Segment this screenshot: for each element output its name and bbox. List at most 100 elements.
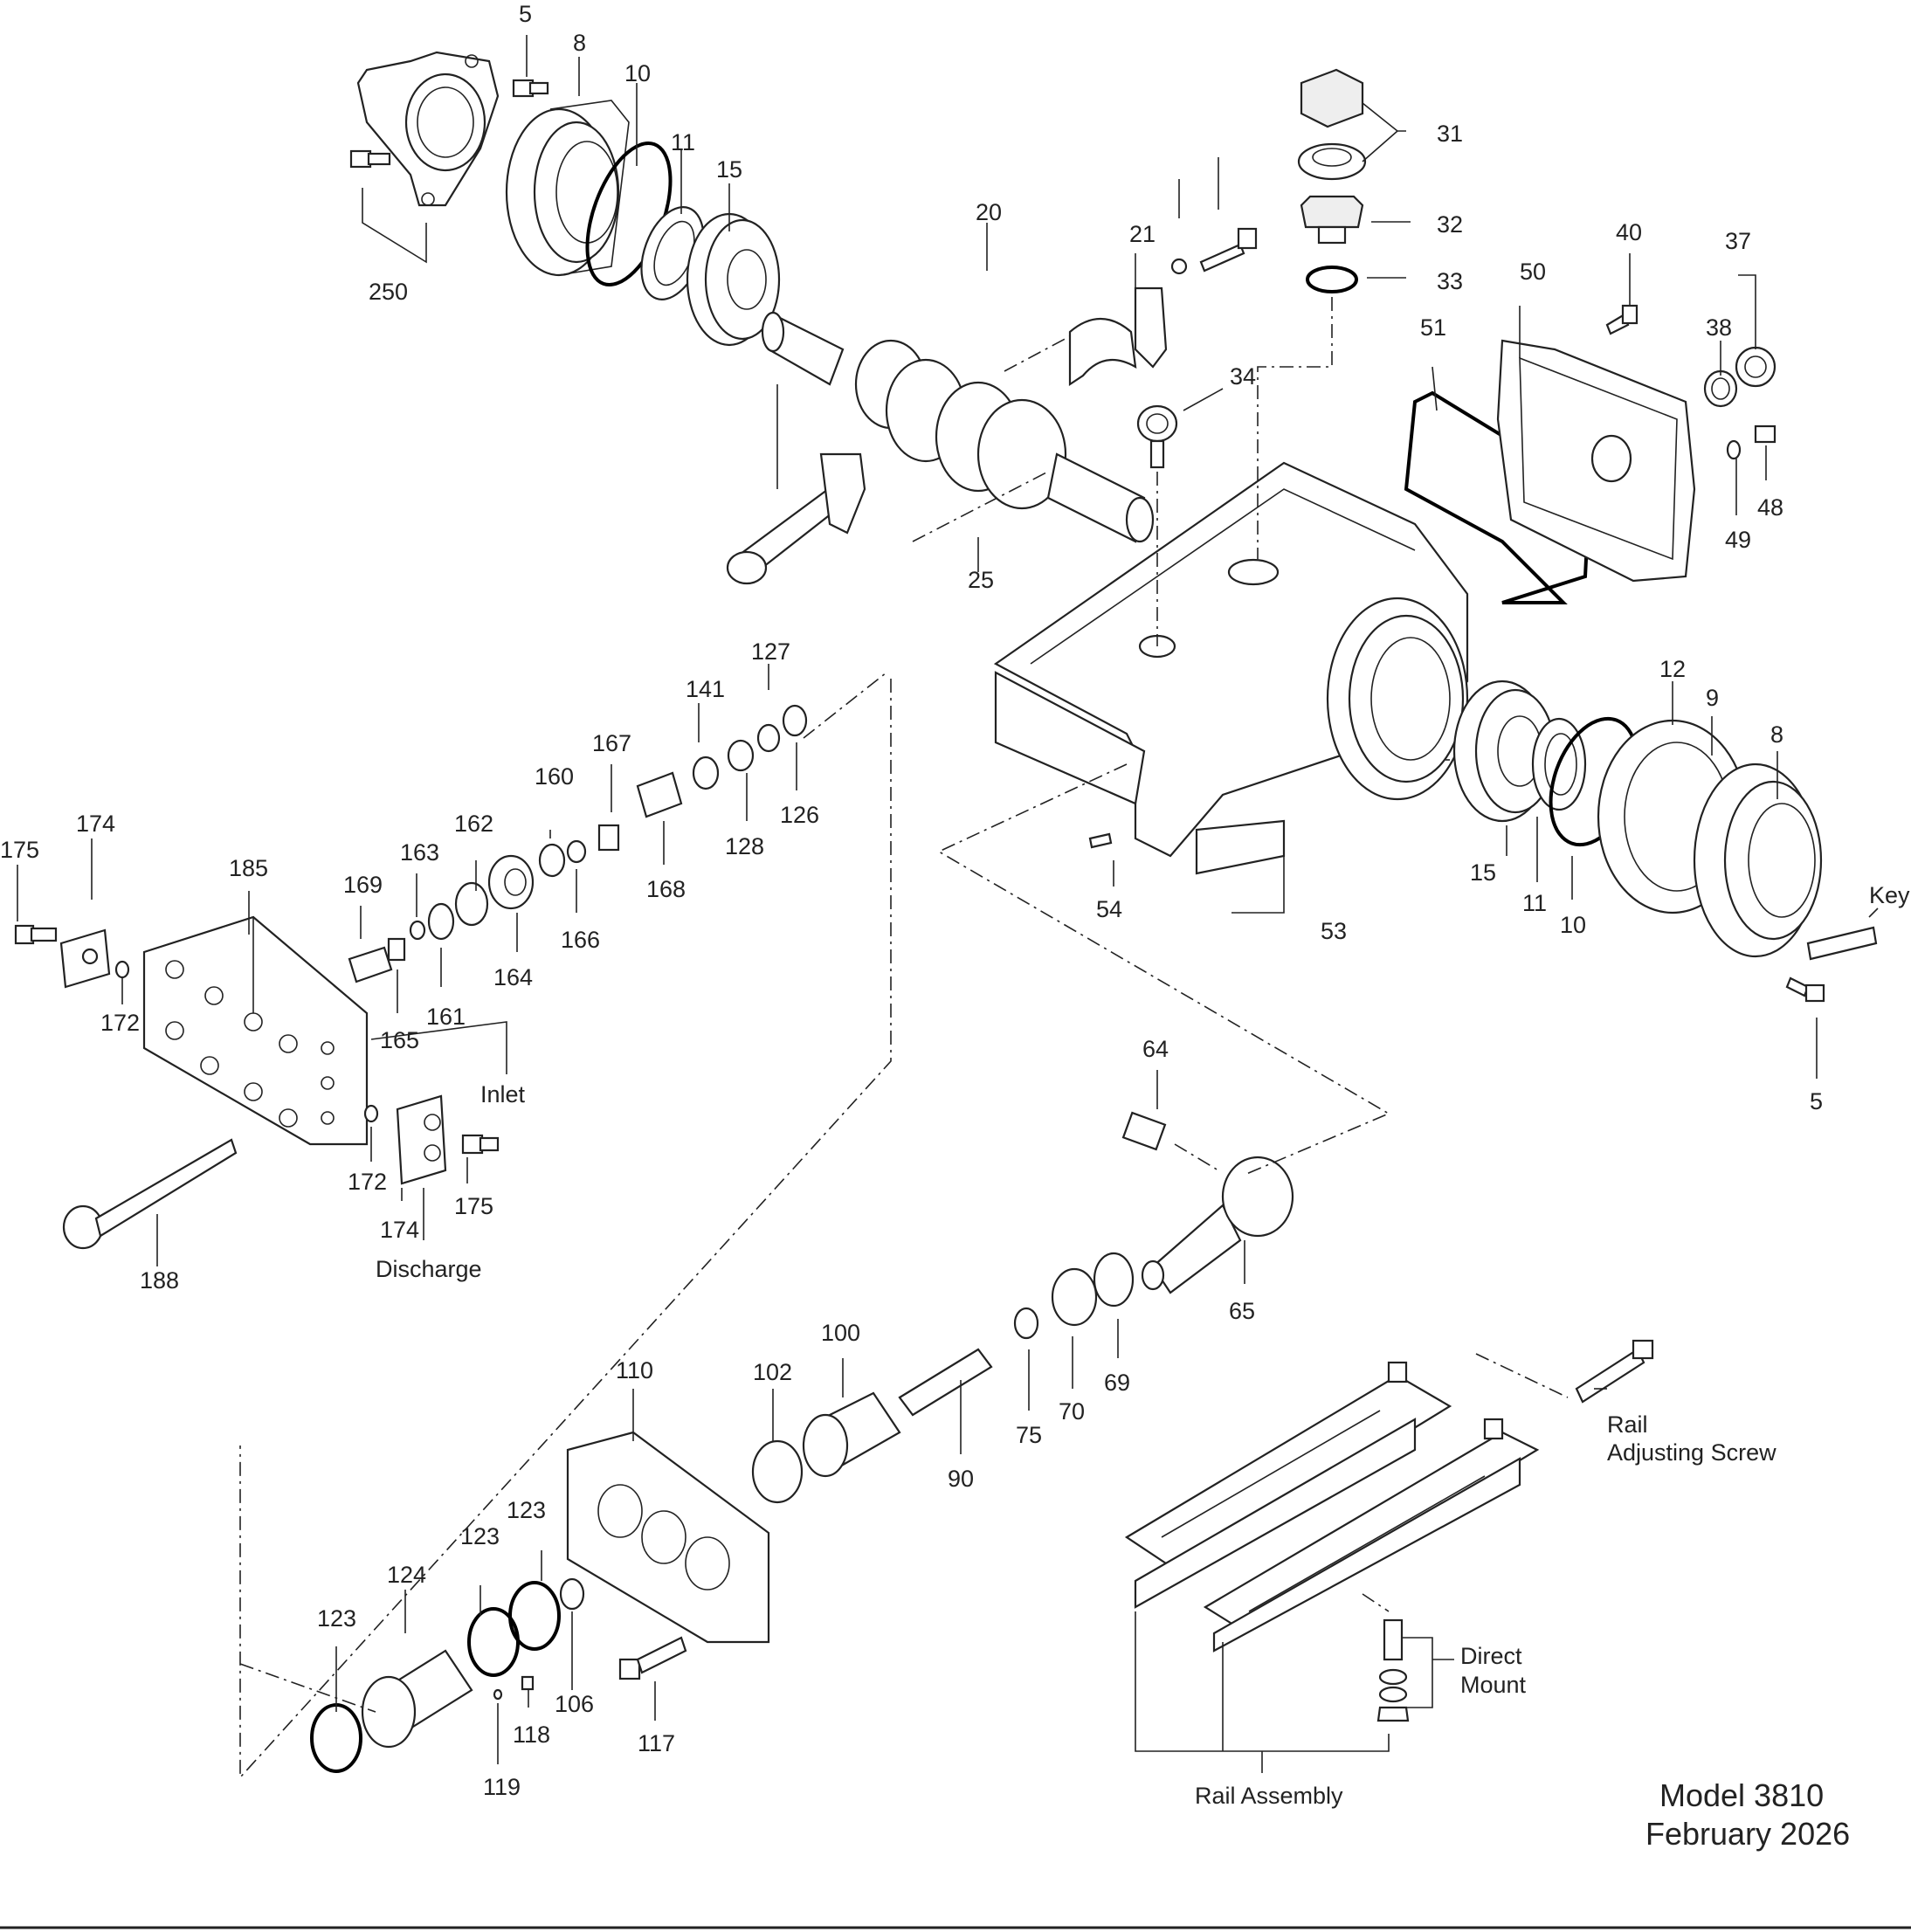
- label-90: 90: [948, 1466, 974, 1492]
- label-40: 40: [1616, 219, 1642, 245]
- label-discharge: Discharge: [376, 1256, 482, 1282]
- model-title: Model 3810: [1659, 1777, 1824, 1813]
- label-9: 9: [1706, 685, 1719, 711]
- label-117: 117: [638, 1730, 675, 1756]
- label-11-right: 11: [1522, 890, 1547, 916]
- connecting-rod-20: [726, 452, 866, 585]
- o-ring-123-b: [467, 1607, 520, 1677]
- label-162: 162: [454, 811, 493, 837]
- label-48: 48: [1757, 494, 1783, 521]
- label-165: 165: [380, 1027, 419, 1053]
- label-100: 100: [821, 1320, 860, 1346]
- washer-70: [1051, 1267, 1098, 1327]
- label-31: 31: [1437, 121, 1463, 147]
- label-175-left: 175: [0, 837, 39, 863]
- label-50: 50: [1520, 259, 1546, 285]
- valve-seat-164: [487, 854, 535, 910]
- spring-165: [387, 937, 406, 962]
- spacer-128: [727, 739, 755, 772]
- o-ring-172-right: [363, 1104, 379, 1123]
- label-37: 37: [1725, 228, 1751, 254]
- plunger-rod-65: [1141, 1156, 1294, 1294]
- o-ring-160: [538, 843, 566, 878]
- label-161: 161: [426, 1004, 466, 1030]
- label-12: 12: [1659, 656, 1686, 682]
- bearing-housing-8-right: [1693, 762, 1823, 958]
- rear-cover-50: [1496, 339, 1696, 583]
- label-250: 250: [369, 279, 408, 305]
- label-32: 32: [1437, 211, 1463, 238]
- label-5-right: 5: [1810, 1088, 1823, 1114]
- label-169: 169: [343, 872, 383, 898]
- label-164: 164: [493, 964, 533, 990]
- valve-169: [348, 946, 393, 983]
- washer-166: [566, 839, 587, 864]
- label-33: 33: [1437, 268, 1463, 294]
- crankshaft-25: [761, 311, 1155, 543]
- cylinder-124: [361, 1649, 473, 1749]
- label-168: 168: [646, 876, 686, 902]
- washer-38: [1703, 369, 1738, 408]
- label-25: 25: [968, 567, 994, 593]
- label-rail-1: Rail: [1607, 1411, 1648, 1438]
- seal-141: [692, 756, 720, 790]
- label-21: 21: [1129, 221, 1156, 247]
- label-174-left: 174: [76, 811, 115, 837]
- retainer-168: [636, 771, 683, 818]
- bolt-188: [62, 1138, 238, 1250]
- label-172-right: 172: [348, 1169, 387, 1195]
- label-175-right: 175: [454, 1193, 493, 1219]
- cover-plate-250: [356, 51, 500, 207]
- ball-119: [493, 1688, 503, 1701]
- o-ring-161: [427, 902, 455, 941]
- pin-64: [1121, 1111, 1167, 1151]
- screw-175-left: [14, 924, 58, 945]
- label-15-top: 15: [716, 156, 742, 183]
- label-54: 54: [1096, 896, 1122, 922]
- label-126: 126: [780, 802, 819, 828]
- bolt-5-right: [1785, 976, 1825, 1003]
- label-8-top: 8: [573, 30, 586, 56]
- plug-48: [1754, 424, 1776, 444]
- label-direct-1: Direct: [1460, 1643, 1522, 1669]
- seal-127: [756, 723, 781, 753]
- label-123-c: 123: [317, 1605, 356, 1632]
- seat-163: [409, 920, 426, 941]
- bolt-250: [349, 149, 391, 169]
- bolt-5-top: [512, 79, 549, 98]
- label-188: 188: [140, 1267, 179, 1294]
- label-118: 118: [513, 1722, 550, 1748]
- block-110: [566, 1431, 770, 1644]
- label-11-top: 11: [671, 129, 695, 155]
- bearing-housing-8-top: [505, 100, 630, 277]
- label-49: 49: [1725, 527, 1751, 553]
- label-124: 124: [387, 1562, 426, 1588]
- o-ring-33: [1306, 266, 1358, 293]
- plug-37: [1735, 346, 1776, 388]
- label-123-a: 123: [507, 1497, 546, 1523]
- bolt-21: [1170, 227, 1258, 275]
- label-5-top: 5: [519, 1, 532, 27]
- label-10-right: 10: [1560, 912, 1586, 938]
- label-34: 34: [1230, 363, 1256, 390]
- label-direct-2: Mount: [1460, 1672, 1527, 1698]
- label-38: 38: [1706, 314, 1732, 341]
- label-119: 119: [483, 1774, 521, 1800]
- key: [1806, 926, 1878, 961]
- seal-106: [559, 1577, 585, 1611]
- direct-mount-hardware: [1376, 1618, 1410, 1722]
- label-128: 128: [725, 833, 764, 859]
- plug-118: [521, 1675, 535, 1691]
- screw-117: [618, 1636, 687, 1680]
- label-174-right: 174: [380, 1217, 419, 1243]
- seal-69: [1093, 1252, 1135, 1308]
- label-key: Key: [1869, 882, 1910, 908]
- label-172-left: 172: [100, 1010, 140, 1036]
- plug-block-174-left: [59, 928, 111, 989]
- o-ring-49: [1726, 439, 1742, 460]
- label-160: 160: [535, 763, 574, 790]
- label-53: 53: [1321, 918, 1347, 944]
- label-166: 166: [561, 927, 600, 953]
- label-141: 141: [686, 676, 725, 702]
